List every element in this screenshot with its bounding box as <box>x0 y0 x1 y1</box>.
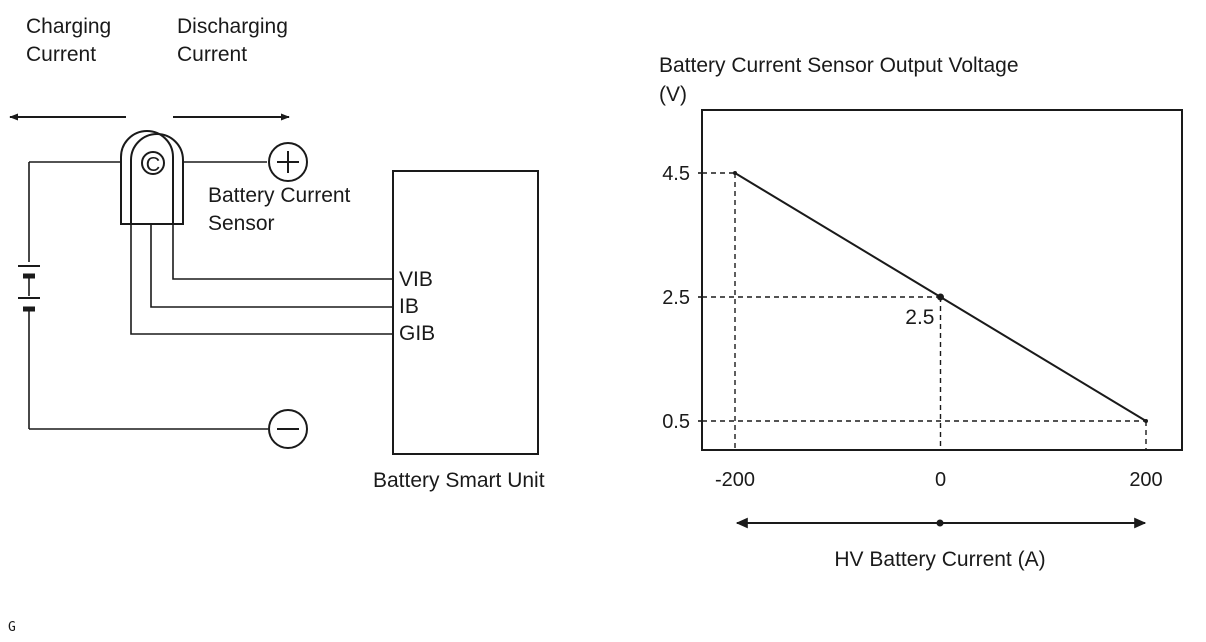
x-tick-labels: -200 0 200 <box>715 469 1163 491</box>
y-tick-labels: 4.5 2.5 0.5 <box>662 163 690 433</box>
series-layer <box>733 171 1148 423</box>
negative-terminal-icon <box>268 409 308 449</box>
battery-symbol-icon <box>18 265 40 312</box>
data-point <box>733 171 737 175</box>
battery-smart-unit-label: Battery Smart Unit <box>373 469 545 492</box>
discharging-current-label-line2: Current <box>177 43 247 66</box>
sensor-label-line2: Sensor <box>208 212 275 235</box>
battery-smart-unit-box <box>392 170 539 455</box>
data-point <box>937 293 944 301</box>
figure-code: G <box>8 620 16 635</box>
pin-gib-label: GIB <box>399 322 435 345</box>
x-tick-label: -200 <box>715 469 755 491</box>
gib-wire <box>130 224 393 335</box>
y-axis-unit-label: (V) <box>659 83 687 106</box>
sensor-coil-icon <box>141 151 165 175</box>
sensor-label-line1: Battery Current <box>208 184 351 207</box>
y-tick-label: 0.5 <box>662 411 690 433</box>
chart-title: Battery Current Sensor Output Voltage <box>659 54 1019 77</box>
y-tick-label: 2.5 <box>662 287 690 309</box>
sensor-symbol: C <box>146 154 160 176</box>
charging-current-label-line1: Charging <box>26 15 111 38</box>
charging-current-label-line2: Current <box>26 43 96 66</box>
pin-ib-label: IB <box>399 295 419 318</box>
ib-wire <box>150 224 393 308</box>
vib-wire <box>172 224 393 280</box>
voltage-current-chart: Battery Current Sensor Output Voltage (V… <box>659 54 1183 571</box>
x-tick-label: 200 <box>1129 469 1162 491</box>
positive-terminal-icon <box>268 142 308 182</box>
guide-lines <box>698 172 1147 450</box>
y-tick-label: 4.5 <box>662 163 690 185</box>
x-axis-label: HV Battery Current (A) <box>834 548 1045 571</box>
zero-current-annotation: 2.5 <box>905 306 934 329</box>
axis-arrow-origin-dot <box>936 519 944 527</box>
discharging-current-label-line1: Discharging <box>177 15 288 38</box>
x-tick-label: 0 <box>935 469 946 491</box>
data-point <box>1144 419 1148 423</box>
circuit-diagram: Charging Current Discharging Current C B… <box>9 15 545 492</box>
pin-vib-label: VIB <box>399 268 433 291</box>
plot-frame <box>701 109 1183 451</box>
battery-current-sensor: C <box>120 130 184 225</box>
